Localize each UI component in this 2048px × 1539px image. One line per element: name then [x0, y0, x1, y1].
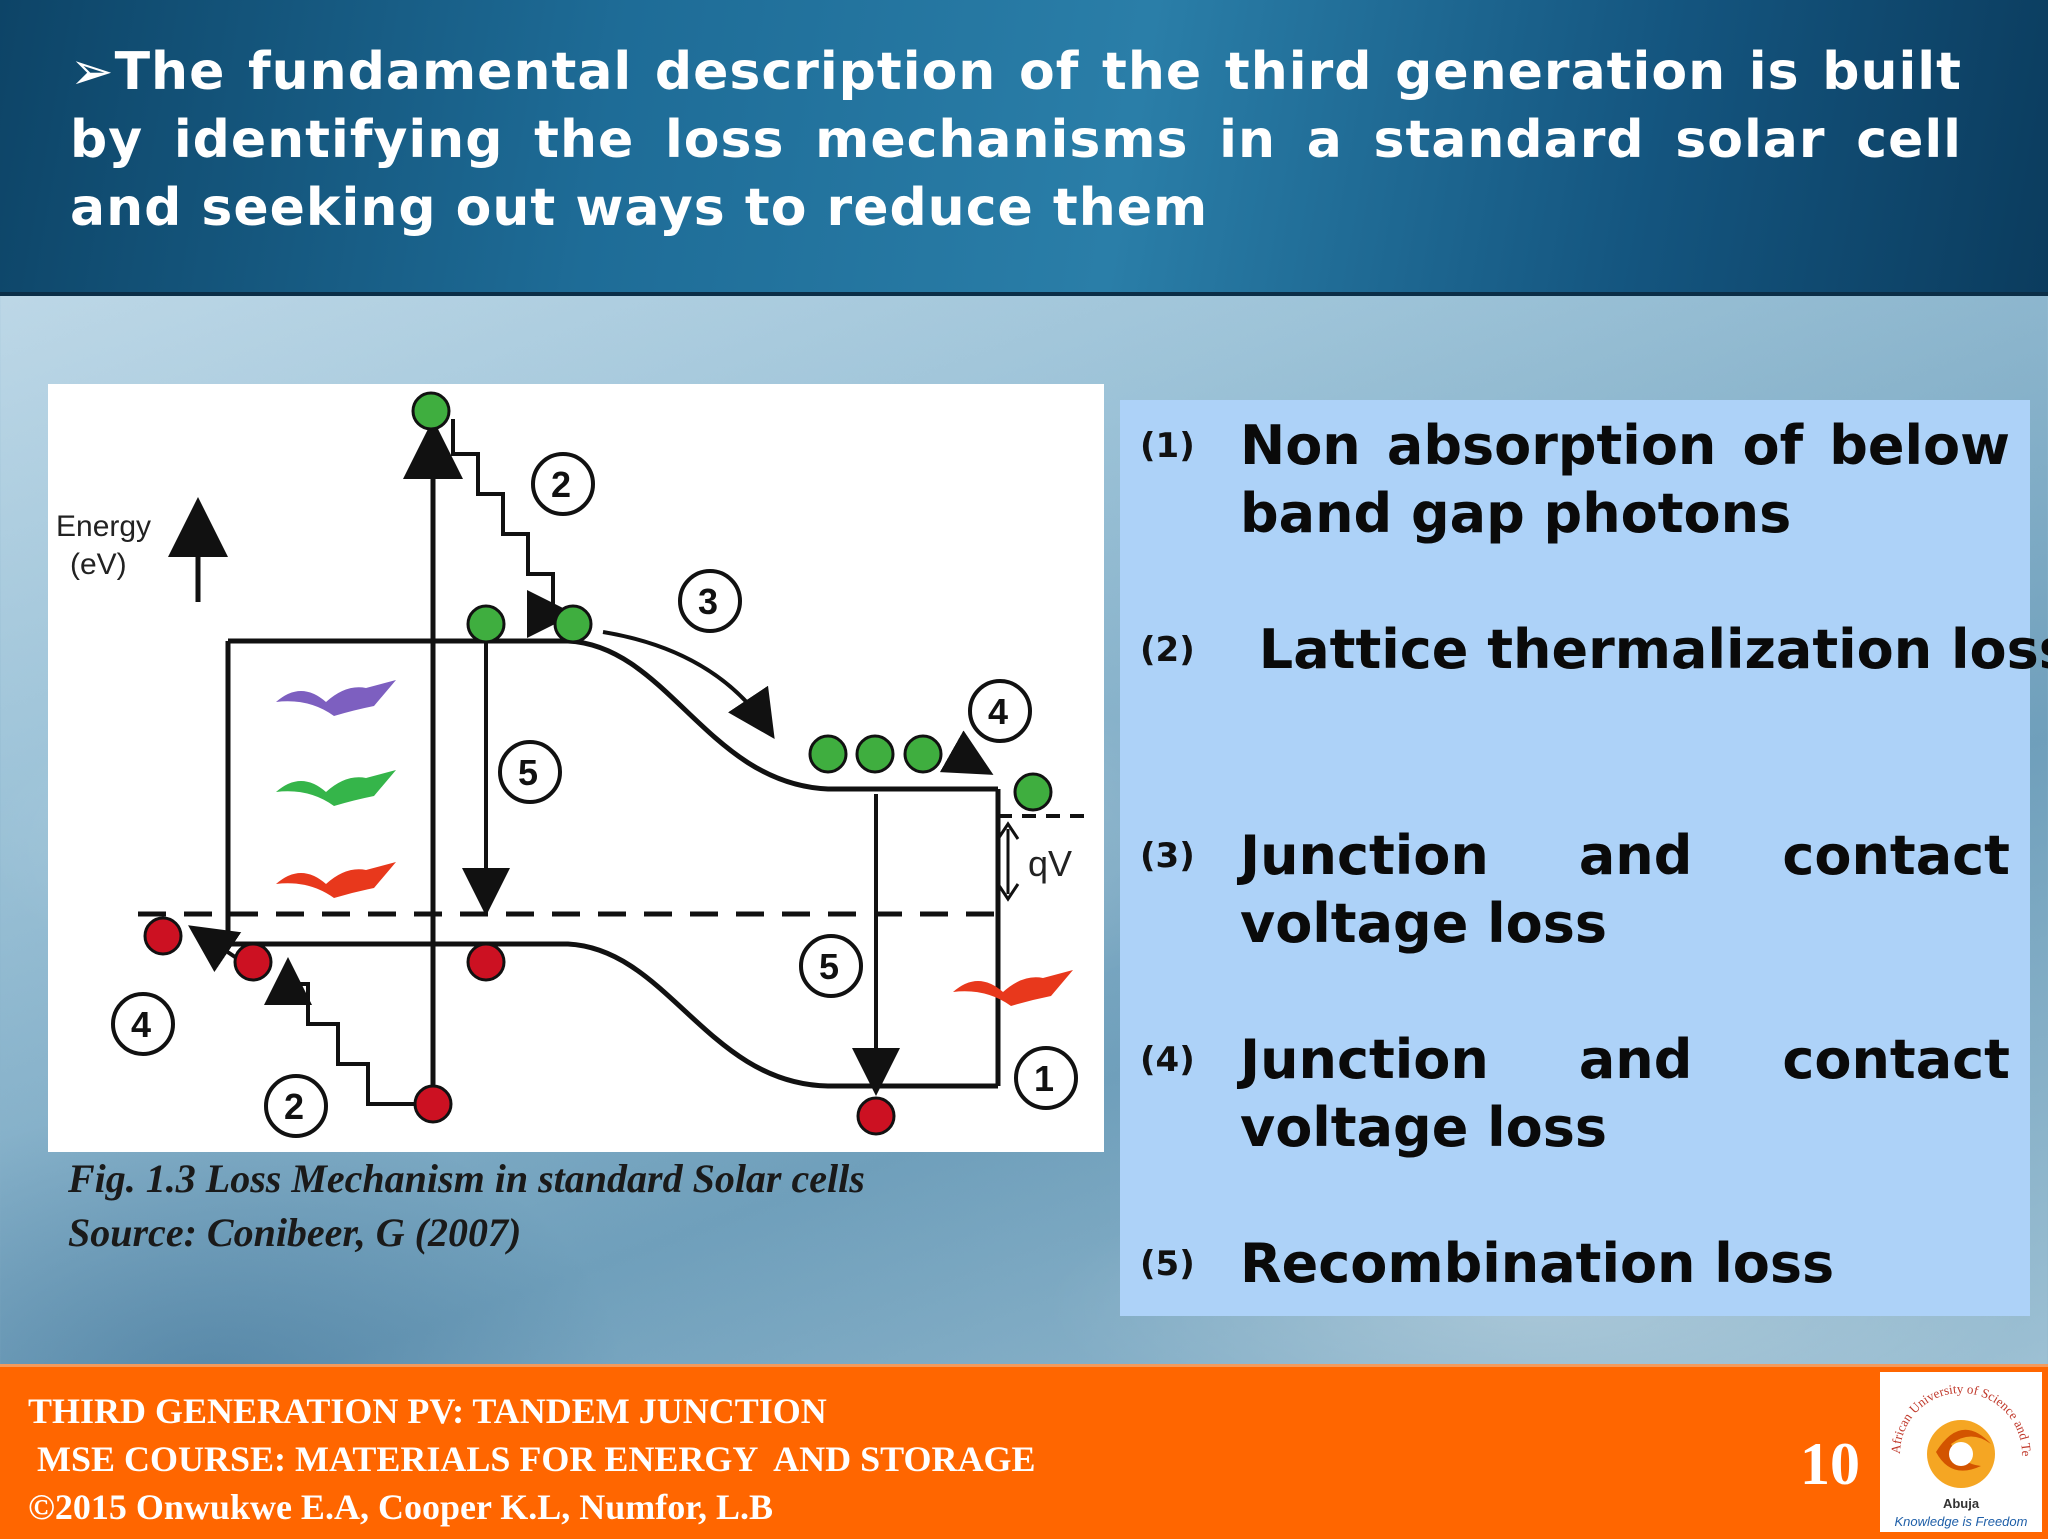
contact-loss-arrow: [939, 730, 994, 775]
hole-icon: [413, 1084, 453, 1124]
caption-source: Source: Conibeer, G (2007): [68, 1210, 522, 1255]
svg-text:3: 3: [698, 581, 718, 622]
svg-text:4: 4: [131, 1004, 151, 1045]
electron-icon: [903, 734, 943, 774]
slide-title: ➢The fundamental description of the thir…: [70, 38, 1962, 242]
footer-line-3: ©2015 Onwukwe E.A, Cooper K.L, Numfor, L…: [28, 1487, 773, 1527]
band-diagram: Energy (eV) qV: [56, 391, 1088, 1138]
footer-line-2: MSE COURSE: MATERIALS FOR ENERGY AND STO…: [28, 1439, 1036, 1479]
footer-line-1: THIRD GENERATION PV: TANDEM JUNCTION: [28, 1391, 827, 1431]
marker-5-right: 5: [799, 934, 863, 998]
loss-number: (3): [1140, 836, 1195, 876]
qv-label: qV: [1028, 843, 1072, 884]
hole-icon: [233, 942, 273, 982]
loss-number: (1): [1140, 426, 1195, 466]
loss-item-1: (1) Non absorption of below band gap pho…: [1120, 412, 2030, 548]
marker-2-bottom: 2: [264, 1074, 328, 1138]
photon-red-icon: [276, 862, 396, 898]
svg-text:1: 1: [1034, 1058, 1054, 1099]
marker-2-top: 2: [531, 452, 595, 516]
thermalization-path-electron: [451, 419, 575, 638]
junction-loss-arrow: [602, 630, 775, 739]
svg-text:2: 2: [551, 464, 571, 505]
electron-icon: [808, 734, 848, 774]
svg-text:5: 5: [819, 946, 839, 987]
caption-title: Fig. 1.3 Loss Mechanism in standard Sola…: [68, 1156, 865, 1201]
electron-icon: [553, 604, 593, 644]
university-logo: African University of Science and Techno…: [1877, 1360, 2042, 1532]
electron-icon: [855, 734, 895, 774]
slide-title-text: The fundamental description of the third…: [70, 42, 1962, 238]
loss-number: (4): [1140, 1040, 1195, 1080]
slide-header: ➢The fundamental description of the thir…: [0, 0, 2048, 296]
slide-footer: THIRD GENERATION PV: TANDEM JUNCTION MSE…: [0, 1364, 2048, 1539]
loss-item-5: (5) Recombination loss: [1120, 1230, 2030, 1298]
svg-text:5: 5: [518, 752, 538, 793]
contact-loss-arrow-left: [188, 925, 242, 973]
bullet-arrow-icon: ➢: [70, 42, 115, 102]
loss-text: Junction and contact voltage loss: [1240, 824, 2010, 955]
marker-4-right: 4: [968, 679, 1032, 743]
valence-band: [228, 941, 998, 1089]
hole-icon: [466, 942, 506, 982]
conduction-band: [228, 638, 998, 792]
electron-icon: [1013, 772, 1053, 812]
logo-city: Abuja: [1943, 1496, 1980, 1511]
electron-icon: [411, 391, 451, 431]
thermalization-path-hole: [264, 957, 428, 1106]
loss-item-3: (3) Junction and contact voltage loss: [1120, 822, 2030, 958]
marker-4-left: 4: [111, 992, 175, 1056]
marker-1: 1: [1014, 1046, 1078, 1110]
figure-caption: Fig. 1.3 Loss Mechanism in standard Sola…: [68, 1152, 1108, 1260]
marker-5-left: 5: [498, 740, 562, 804]
photon-green-icon: [276, 770, 396, 806]
loss-text: Junction and contact voltage loss: [1240, 1028, 2010, 1159]
loss-number: (5): [1140, 1244, 1195, 1284]
marker-3: 3: [678, 569, 742, 633]
energy-label: Energy: [56, 510, 151, 543]
logo-motto: Knowledge is Freedom: [1895, 1514, 2028, 1529]
svg-text:4: 4: [988, 691, 1008, 732]
loss-text: Recombination loss: [1240, 1232, 1835, 1295]
electron-icon: [466, 604, 506, 644]
hole-icon: [856, 1096, 896, 1136]
svg-text:2: 2: [284, 1086, 304, 1127]
loss-item-2: (2) Lattice thermalization loss: [1120, 616, 2048, 684]
slide-number: 10: [1800, 1431, 1860, 1497]
photon-violet-icon: [276, 680, 396, 716]
loss-text: Non absorption of below band gap photons: [1240, 414, 2010, 545]
logo-emblem-icon: African University of Science and Techno…: [1877, 1360, 2034, 1529]
loss-item-4: (4) Junction and contact voltage loss: [1120, 1026, 2030, 1162]
qv-arrow-heads: [996, 821, 1020, 902]
footer-text: THIRD GENERATION PV: TANDEM JUNCTION MSE…: [28, 1387, 1035, 1531]
loss-text: Lattice thermalization loss: [1240, 618, 2048, 681]
loss-list-panel: (1) Non absorption of below band gap pho…: [1120, 400, 2048, 1316]
loss-number: (2): [1140, 630, 1195, 670]
loss-mechanism-figure: Energy (eV) qV: [48, 384, 1104, 1152]
photon-red-below-gap-icon: [953, 970, 1073, 1006]
hole-icon: [143, 916, 183, 956]
energy-unit-label: (eV): [70, 548, 127, 581]
